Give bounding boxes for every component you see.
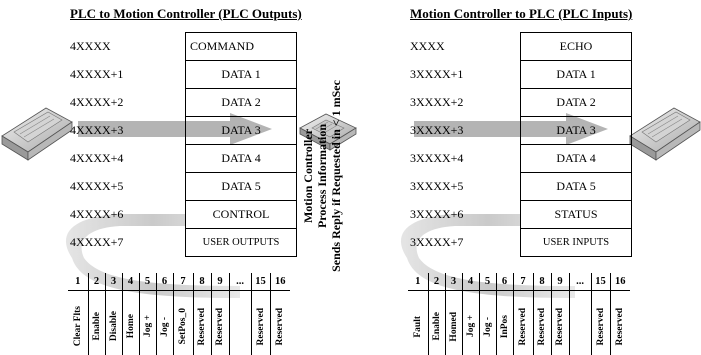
register-cell: DATA 4 <box>185 144 297 173</box>
left-address: 4XXXX+2 <box>70 95 124 109</box>
bit-name: Reserved <box>555 307 565 346</box>
left-address: 4XXXX <box>70 39 111 53</box>
bit-number: 16 <box>269 273 290 291</box>
bit-number: 5 <box>478 273 496 291</box>
register-cell: USER OUTPUTS <box>185 228 297 257</box>
bit-number: 8 <box>532 273 551 291</box>
bit-number: 8 <box>192 273 211 291</box>
bit-number: ... <box>228 273 251 291</box>
bit-name: Homed <box>448 311 459 342</box>
bit-name: Reserved <box>615 307 626 346</box>
left-address: 4XXXX+3 <box>70 123 124 137</box>
bit-name: Clear Flts <box>72 306 83 347</box>
right-panel-title: Motion Controller to PLC (PLC Inputs) <box>410 6 633 21</box>
register-cell: DATA 1 <box>520 60 632 89</box>
bit-number: 7 <box>172 273 193 291</box>
bit-number: 4 <box>461 273 479 291</box>
bit-number: 16 <box>609 273 630 291</box>
bit-number: 6 <box>495 273 513 291</box>
bit-number: 1 <box>68 273 88 291</box>
bit-name: Reserved <box>197 307 207 346</box>
bit-name: Reserved <box>215 307 225 346</box>
bit-name: Jog - <box>482 316 493 337</box>
bit-name: Fault <box>412 315 423 338</box>
register-cell: STATUS <box>520 200 632 229</box>
bit-number: 9 <box>550 273 569 291</box>
bit-number: 2 <box>87 273 105 291</box>
bit-name: Reserved <box>275 307 286 346</box>
bit-name: Reserved <box>595 307 606 346</box>
left-panel-title: PLC to Motion Controller (PLC Outputs) <box>70 6 302 21</box>
data-flow-arrow-left <box>78 113 272 145</box>
right-address: 3XXXX+1 <box>410 67 464 81</box>
process-caption: Motion Controller Process Information Se… <box>301 80 343 272</box>
right-address: 3XXXX+7 <box>410 235 464 249</box>
left-address: 4XXXX+4 <box>70 151 124 165</box>
bit-number: ... <box>568 273 591 291</box>
left-address: 4XXXX+5 <box>70 179 124 193</box>
bit-name: Jog + <box>142 315 153 338</box>
right-address: 3XXXX+3 <box>410 123 464 137</box>
left-address: 4XXXX+1 <box>70 67 124 81</box>
bit-number: 3 <box>104 273 122 291</box>
caption-line: Process Information <box>315 123 329 229</box>
bit-number-row: 1 2 3 4 5 6 7 8 9 ... 15 16 <box>408 273 630 291</box>
bit-name: Enable <box>431 312 442 341</box>
bit-name: Home <box>125 314 136 339</box>
caption-line: Motion Controller <box>301 128 315 224</box>
bit-number: 15 <box>250 273 270 291</box>
bit-number: 3 <box>444 273 462 291</box>
register-cell: DATA 5 <box>520 172 632 201</box>
right-address: 3XXXX+2 <box>410 95 464 109</box>
bit-number: 5 <box>138 273 156 291</box>
bit-number: 9 <box>210 273 229 291</box>
right-address: XXXX <box>410 39 445 53</box>
plc-device-icon <box>1 107 73 161</box>
register-cell: USER INPUTS <box>520 228 632 257</box>
bit-name: Enable <box>91 312 102 341</box>
plc-device-icon <box>629 107 701 161</box>
bit-name: Jog - <box>159 316 170 337</box>
left-address: 4XXXX+6 <box>70 207 124 221</box>
register-cell: CONTROL <box>185 200 297 229</box>
right-address: 3XXXX+5 <box>410 179 464 193</box>
register-cell: DATA 3 <box>185 116 297 145</box>
register-cell: DATA 5 <box>185 172 297 201</box>
bit-name: SetPos_0 <box>178 308 188 345</box>
bit-number: 7 <box>512 273 533 291</box>
bit-name: Reserved <box>255 307 266 346</box>
motion-controller-icon <box>299 113 357 151</box>
bit-name: Jog + <box>465 315 476 338</box>
bit-name-row: Fault Enable Homed Jog + Jog - InPos Res… <box>408 290 630 355</box>
bit-number: 4 <box>121 273 139 291</box>
bit-name: Reserved <box>518 307 528 346</box>
left-address: 4XXXX+7 <box>70 235 124 249</box>
bit-number-row: 1 2 3 4 5 6 7 8 9 ... 15 16 <box>68 273 290 291</box>
bit-number: 6 <box>155 273 173 291</box>
register-cell: COMMAND <box>185 32 297 61</box>
bit-number: 1 <box>408 273 428 291</box>
register-cell: DATA 1 <box>185 60 297 89</box>
register-cell: DATA 2 <box>520 88 632 117</box>
register-cell: DATA 4 <box>520 144 632 173</box>
bit-name-row: Clear Flts Enable Disable Home Jog + Jog… <box>68 290 290 355</box>
control-bits-table: 1 2 3 4 5 6 7 8 9 ... 15 16 Clear Flts E… <box>68 273 290 355</box>
bit-number: 2 <box>427 273 445 291</box>
bit-number: 15 <box>590 273 610 291</box>
right-address: 3XXXX+4 <box>410 151 464 165</box>
register-cell: DATA 3 <box>520 116 632 145</box>
data-flow-arrow-right <box>414 113 608 145</box>
status-bits-table: 1 2 3 4 5 6 7 8 9 ... 15 16 Fault Enable… <box>408 273 630 355</box>
register-cell: ECHO <box>520 32 632 61</box>
bit-name: Disable <box>108 311 119 342</box>
bit-name: Reserved <box>537 307 547 346</box>
caption-line: Sends Reply if Requested in < 1 mSec <box>329 80 343 272</box>
right-address: 3XXXX+6 <box>410 207 464 221</box>
bit-name: InPos <box>499 314 510 339</box>
register-cell: DATA 2 <box>185 88 297 117</box>
